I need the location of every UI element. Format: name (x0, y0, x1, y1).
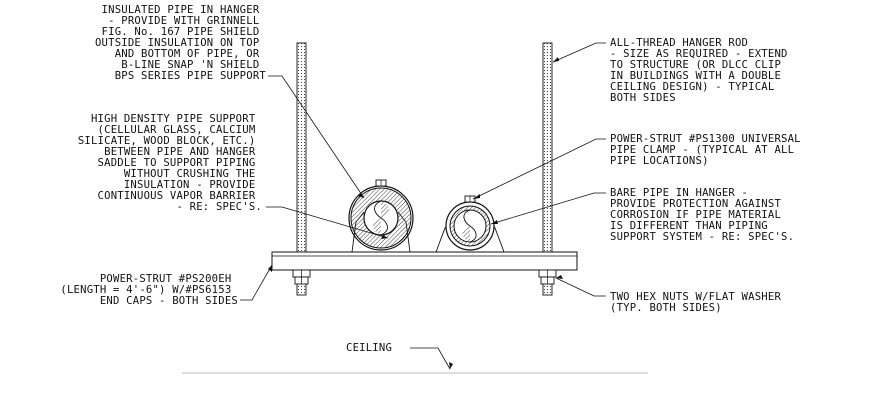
note-all-thread-rod: ALL-THREAD HANGER ROD - SIZE AS REQUIRED… (610, 37, 794, 104)
all-thread-rod-right (542, 42, 553, 296)
note-power-strut-channel: POWER-STRUT #PS200EH (LENGTH = 4'-6") W/… (60, 273, 238, 307)
insulated-pipe (348, 179, 414, 253)
strut-channel (271, 251, 578, 271)
note-ceiling: CEILING (346, 342, 392, 354)
bare-pipe (435, 195, 505, 253)
note-high-density-support: HIGH DENSITY PIPE SUPPORT (CELLULAR GLAS… (78, 113, 262, 213)
leader-lines (240, 42, 606, 370)
leader-arrowheads (268, 57, 563, 369)
note-pipe-clamp: POWER-STRUT #PS1300 UNIVERSAL PIPE CLAMP… (610, 133, 807, 167)
note-insulated-pipe: INSULATED PIPE IN HANGER - PROVIDE WITH … (95, 4, 266, 82)
hex-nut-right (538, 269, 557, 285)
hex-nut-left (292, 269, 311, 285)
all-thread-rod-left (296, 42, 307, 296)
note-bare-pipe: BARE PIPE IN HANGER - PROVIDE PROTECTION… (610, 187, 794, 243)
note-hex-nuts: TWO HEX NUTS W/FLAT WASHER (TYP. BOTH SI… (610, 291, 788, 314)
